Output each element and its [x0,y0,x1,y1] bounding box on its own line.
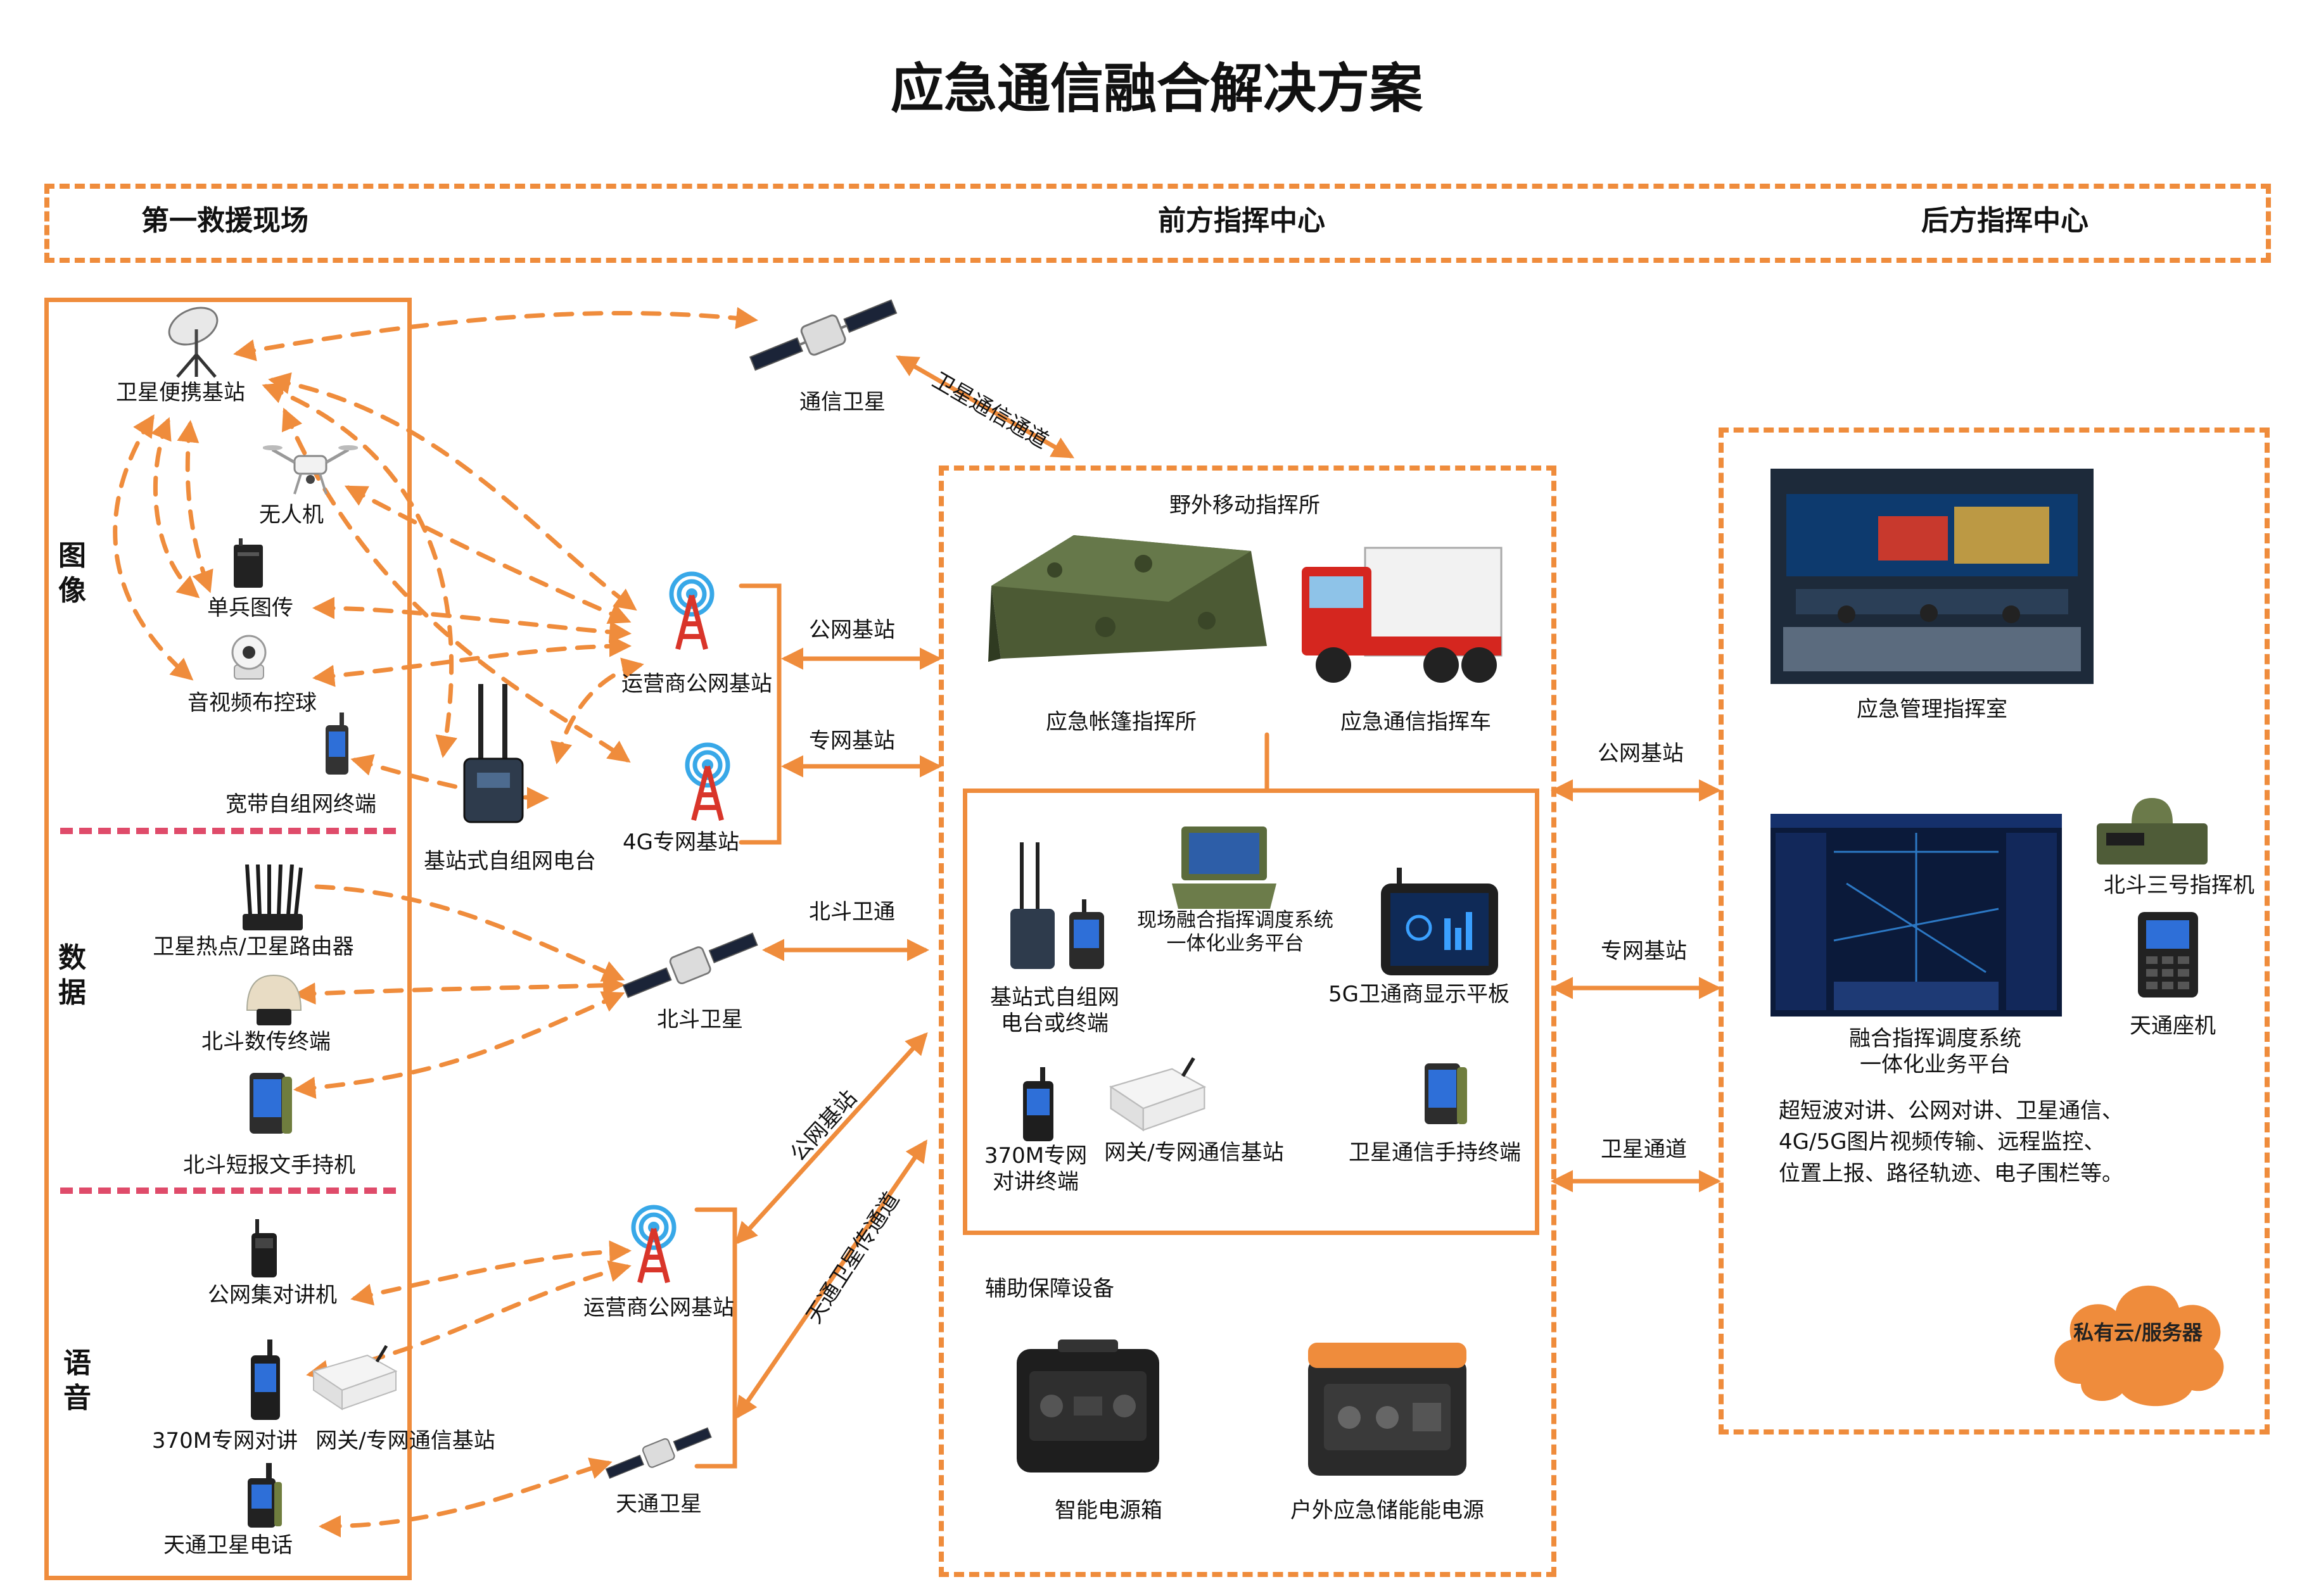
rear-description: 超短波对讲、公网对讲、卫星通信、 4G/5G图片视频传输、远程监控、 位置上报、… [1779,1098,2123,1186]
divider-data-voice [60,1188,396,1194]
mesh-radio-icon [463,684,524,823]
side-label-image: 图 像 [58,540,86,607]
label-control-room: 应急管理指挥室 [1857,697,2007,722]
divider-image-data [60,828,396,834]
label-public-bs2: 公网基站 [785,1085,862,1167]
label-tiantong-channel: 天通卫星传通道 [801,1188,905,1328]
label-hotspot: 卫星热点/卫星路由器 [153,934,354,960]
label-single-image: 单兵图传 [207,595,293,621]
drone-icon [263,445,358,495]
label-mesh-radio-terminal: 基站式自组网 电台或终端 [990,985,1119,1036]
label-operator-bs2: 运营商公网基站 [583,1295,734,1320]
field-command-title: 野外移动指挥所 [1169,493,1320,518]
satellite-icon [749,299,898,371]
label-fusion-platform: 融合指挥调度系统 一体化业务平台 [1849,1026,2021,1077]
beidou-antenna-icon [246,974,302,1025]
label-platform: 现场融合指挥调度系统 一体化业务平台 [1137,909,1333,956]
beidou-handheld-icon [250,1073,292,1134]
command-vehicle-icon [1302,547,1503,683]
label-vehicle: 应急通信指挥车 [1340,709,1491,735]
tent-icon [988,535,1267,662]
label-broadband-terminal: 宽带自组网终端 [226,792,376,817]
router-icon [243,864,303,930]
side-label-voice: 语 音 [63,1347,91,1414]
radio-handset-icon [251,1340,280,1420]
label-beidou3: 北斗三号指挥机 [2104,873,2254,898]
label-comm-sat: 通信卫星 [799,390,886,415]
label-sat-portable: 卫星便携基站 [116,380,245,405]
beidou-commander-icon [2097,798,2208,864]
label-tiantong-seat: 天通座机 [2130,1013,2216,1039]
sat-handheld-icon [1425,1063,1467,1124]
label-tiantong-phone: 天通卫星电话 [163,1533,293,1558]
label-private-bs: 专网基站 [809,728,895,754]
label-gateway-scene: 网关/专网通信基站 [315,1428,495,1454]
label-cloud: 私有云/服务器 [2073,1320,2203,1345]
label-m370-terminal: 370M专网 对讲终端 [984,1143,1088,1194]
label-link-sat-channel: 卫星通道 [1601,1137,1687,1162]
front-command-frame [939,466,1556,1577]
label-link-private-bs: 专网基站 [1601,939,1687,964]
label-front-gateway: 网关/专网通信基站 [1104,1140,1284,1165]
ptz-camera-icon [231,635,267,680]
m370-terminal-icon [1023,1067,1053,1141]
rear-command-frame [1719,428,2270,1434]
walkie-talkie-icon [251,1219,277,1277]
label-beidou-data: 北斗数传终端 [201,1029,331,1054]
power-box-icon [1017,1340,1159,1472]
label-beidou-sms: 北斗短报文手持机 [183,1153,355,1178]
fusion-platform-screen-icon [1770,814,2062,1016]
label-sat-handheld: 卫星通信手持终端 [1349,1140,1521,1165]
label-tent: 应急帐篷指挥所 [1046,709,1197,735]
label-drone: 无人机 [259,502,324,528]
mesh-radio-terminal-icon [1010,842,1104,969]
label-link-public-bs: 公网基站 [1598,741,1684,766]
tiantong-satellite-icon [605,1427,712,1479]
header-front: 前方指挥中心 [1158,205,1325,237]
label-4g-bs: 4G专网基站 [623,830,739,855]
satellite-dish-icon [168,307,219,378]
desk-phone-icon [2138,912,2198,998]
label-tablet: 5G卫通商显示平板 [1328,982,1510,1007]
header-band [44,184,2271,263]
side-label-data: 数 据 [58,942,86,1009]
label-370m: 370M专网对讲 [151,1428,298,1454]
gateway-box-icon [312,1345,398,1410]
cell-tower-2-icon [631,1205,677,1284]
rescue-scene-frame [44,298,412,1580]
label-beidou-channel: 北斗卫通 [809,899,895,925]
field-equipment-frame [963,788,1539,1235]
cell-tower-4g-icon [685,742,730,821]
label-tiantong-sat: 天通卫星 [616,1492,702,1517]
label-power-box: 智能电源箱 [1055,1498,1162,1523]
label-beidou-sat: 北斗卫星 [657,1007,743,1032]
label-operator-bs1: 运营商公网基站 [621,671,772,697]
label-intercom: 公网集对讲机 [208,1282,337,1308]
rugged-laptop-icon [1172,826,1276,909]
image-transmitter-icon [234,538,263,588]
label-sat-channel: 卫星通信通道 [928,367,1053,454]
label-public-bs: 公网基站 [809,618,895,643]
satellite-phone-icon [248,1463,282,1528]
label-mesh-radio: 基站式自组网电台 [424,849,596,874]
cloud-icon [2054,1285,2224,1407]
label-av-ball: 音视频布控球 [188,690,317,716]
page-title: 应急通信融合解决方案 [890,58,1423,120]
header-rear: 后方指挥中心 [1921,205,2088,237]
handheld-terminal-icon [326,712,348,775]
aux-title: 辅助保障设备 [985,1276,1114,1302]
label-storage-power: 户外应急储能能电源 [1290,1498,1484,1523]
beidou-satellite-icon [622,932,758,998]
control-room-photo-icon [1770,469,2094,684]
header-scene: 第一救援现场 [141,205,308,237]
tablet-icon [1381,868,1498,975]
cell-tower-icon [669,571,715,650]
storage-power-icon [1308,1343,1466,1476]
front-gateway-icon [1109,1057,1207,1132]
